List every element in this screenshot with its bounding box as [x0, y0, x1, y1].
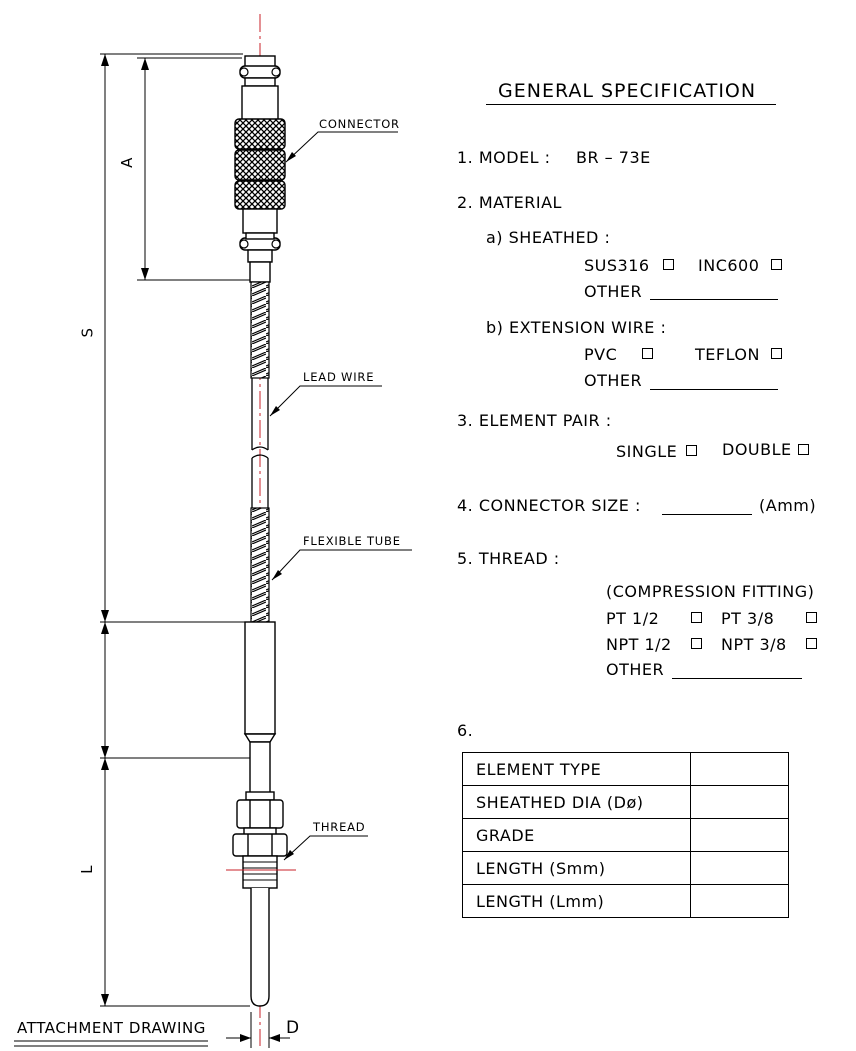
row-value-element-type[interactable] [690, 752, 789, 786]
option-npt-1-2: NPT 1/2 [606, 635, 672, 654]
checkbox-sus316[interactable] [663, 259, 674, 270]
attachment-drawing-label: ATTACHMENT DRAWING [17, 1019, 207, 1037]
dim-label-a: A [117, 157, 136, 168]
checkbox-pt-1-2[interactable] [691, 612, 702, 623]
extension-other-label: OTHER [584, 371, 643, 390]
row-label-length-l: LENGTH (Lmm) [462, 884, 691, 918]
connector-size-unit: (Amm) [759, 496, 817, 515]
model-value: BR – 73E [576, 148, 651, 167]
thread-label: 5. THREAD : [457, 549, 560, 568]
flexible-tube-upper [250, 281, 270, 379]
callout-thread: THREAD [313, 820, 366, 834]
option-inc600: INC600 [698, 256, 760, 275]
spec-title: GENERAL SPECIFICATION [498, 80, 757, 102]
table-row: LENGTH (Lmm) [462, 884, 789, 918]
checkbox-double[interactable] [798, 444, 809, 455]
row-label-sheathed-dia: SHEATHED DIA (Dø) [462, 785, 691, 819]
model-label: 1. MODEL : [457, 148, 551, 167]
adapter-tube [244, 621, 276, 735]
flexible-tube-lower [250, 507, 270, 623]
row-value-grade[interactable] [690, 818, 789, 852]
spec-table: ELEMENT TYPE SHEATHED DIA (Dø) GRADE LEN… [462, 752, 789, 918]
table-number: 6. [457, 721, 474, 740]
connector-size-label: 4. CONNECTOR SIZE : [457, 496, 641, 515]
row-value-sheathed-dia[interactable] [690, 785, 789, 819]
option-double: DOUBLE [722, 440, 792, 459]
title-underline [486, 104, 776, 105]
lead-wire-lower [251, 458, 269, 508]
row-value-length-s[interactable] [690, 851, 789, 885]
callout-connector: CONNECTOR [319, 117, 400, 131]
option-single: SINGLE [616, 442, 678, 461]
extension-wire-label: b) EXTENSION WIRE : [486, 318, 667, 337]
sheath-probe [250, 888, 270, 1007]
row-label-grade: GRADE [462, 818, 691, 852]
dim-label-d: D [286, 1018, 300, 1038]
dim-label-s: S [78, 327, 97, 338]
element-pair-label: 3. ELEMENT PAIR : [457, 411, 612, 430]
table-row: SHEATHED DIA (Dø) [462, 785, 789, 819]
row-label-length-s: LENGTH (Smm) [462, 851, 691, 885]
checkbox-single[interactable] [686, 445, 697, 456]
table-row: ELEMENT TYPE [462, 752, 789, 786]
dim-label-l: L [77, 865, 96, 874]
thread-note: (COMPRESSION FITTING) [606, 582, 815, 601]
thread-other-label: OTHER [606, 660, 665, 679]
material-label: 2. MATERIAL [457, 193, 562, 212]
checkbox-npt-1-2[interactable] [691, 638, 702, 649]
sheathed-other-field[interactable] [650, 299, 778, 300]
thread-other-field[interactable] [672, 678, 802, 679]
option-teflon: TEFLON [695, 345, 760, 364]
sheathed-label: a) SHEATHED : [486, 228, 611, 247]
option-pt-3-8: PT 3/8 [721, 609, 775, 628]
checkbox-npt-3-8[interactable] [806, 638, 817, 649]
compression-fitting [232, 791, 288, 889]
lead-wire-upper [251, 378, 269, 450]
row-value-length-l[interactable] [690, 884, 789, 918]
callout-flexible-tube: FLEXIBLE TUBE [303, 534, 401, 548]
connector-body [234, 55, 286, 283]
option-pvc: PVC [584, 345, 618, 364]
table-row: LENGTH (Smm) [462, 851, 789, 885]
option-npt-3-8: NPT 3/8 [721, 635, 787, 654]
callout-lead-wire: LEAD WIRE [303, 370, 375, 384]
connector-size-field[interactable] [662, 514, 752, 515]
option-pt-1-2: PT 1/2 [606, 609, 660, 628]
extension-other-field[interactable] [650, 389, 778, 390]
checkbox-inc600[interactable] [771, 259, 782, 270]
checkbox-pvc[interactable] [642, 348, 653, 359]
checkbox-pt-3-8[interactable] [806, 612, 817, 623]
table-row: GRADE [462, 818, 789, 852]
sheathed-other-label: OTHER [584, 282, 643, 301]
checkbox-teflon[interactable] [771, 348, 782, 359]
row-label-element-type: ELEMENT TYPE [462, 752, 691, 786]
option-sus316: SUS316 [584, 256, 650, 275]
